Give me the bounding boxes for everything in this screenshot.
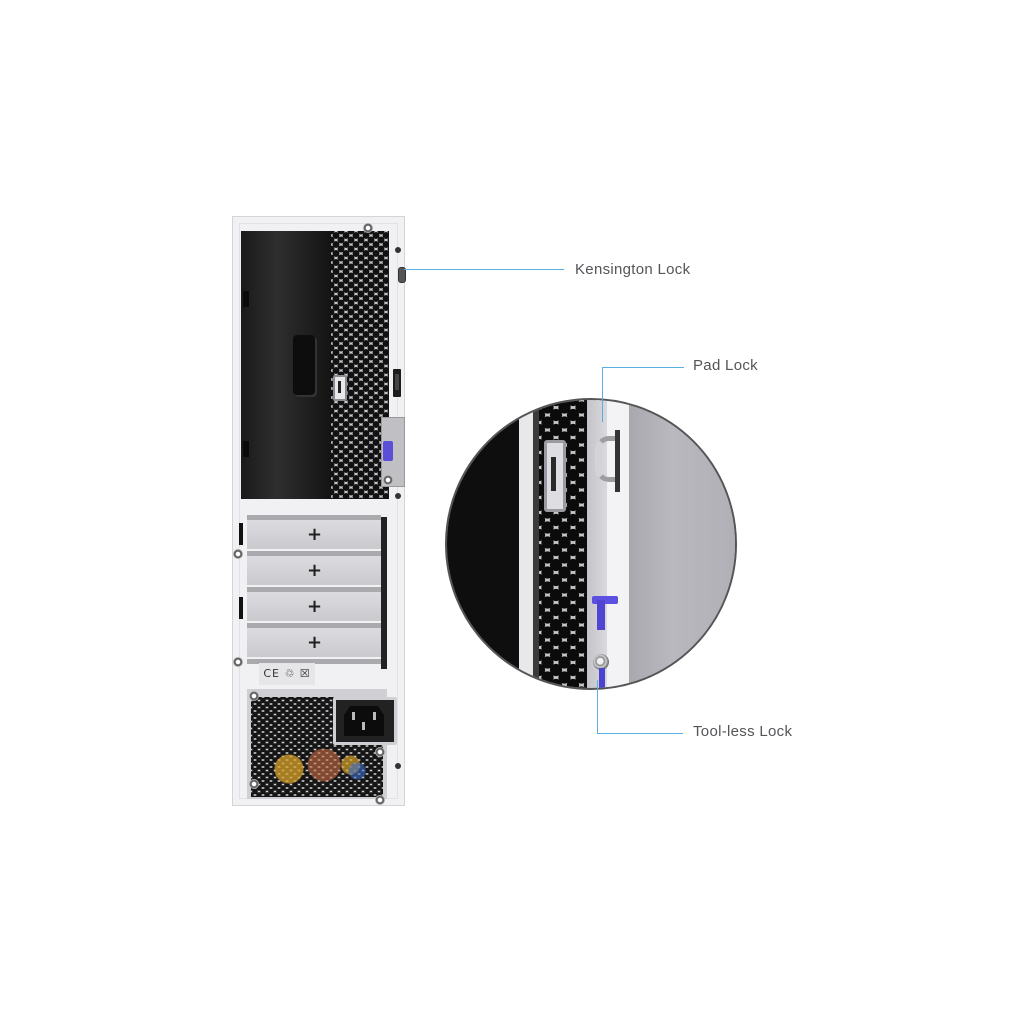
- psu-wires: [267, 749, 377, 789]
- plus-icon: +: [307, 632, 323, 653]
- screw-icon: [249, 691, 259, 701]
- drive-bay: [241, 231, 335, 499]
- pci-slot-cover: +: [247, 551, 381, 585]
- socket-pin: [352, 712, 355, 720]
- tool-less-clip-stem: [597, 600, 605, 630]
- honeycomb-vent: [331, 231, 389, 499]
- screw-icon: [375, 795, 385, 805]
- thumbscrew-icon: [593, 654, 609, 670]
- pci-slot-cover: +: [247, 587, 381, 621]
- plus-icon: +: [307, 560, 323, 581]
- mounting-hole: [395, 247, 401, 253]
- screw-icon: [375, 747, 385, 757]
- toolless-callout-line: [597, 733, 683, 734]
- screw-icon: [233, 549, 243, 559]
- side-panel-detail: [629, 400, 735, 688]
- pci-slot-cover: +: [247, 623, 381, 657]
- kensington-lock-label: Kensington Lock: [575, 261, 691, 278]
- padlock-callout-line: [602, 367, 684, 368]
- socket-pin: [373, 712, 376, 720]
- thumbscrew-icon: [383, 475, 393, 485]
- plus-icon: +: [307, 596, 323, 617]
- frame-gap: [533, 400, 539, 688]
- bay-clip: [243, 441, 249, 457]
- tool-less-clip-icon: [383, 441, 393, 461]
- mounting-hole: [395, 763, 401, 769]
- kensington-callout-line: [404, 269, 564, 270]
- pci-slot-rail: [247, 659, 381, 664]
- usb-port-icon: [333, 375, 347, 401]
- socket-pin: [362, 722, 365, 730]
- tool-less-clip-icon: [592, 596, 618, 604]
- power-supply: [247, 689, 397, 799]
- socket-recess: [344, 706, 384, 736]
- internal-cable: [293, 335, 315, 395]
- toolless-callout-line-vertical: [597, 680, 598, 733]
- magnified-detail-view: [445, 398, 737, 690]
- compliance-label: CE ♲ ☒: [259, 663, 315, 685]
- pci-side-tab: [239, 597, 243, 619]
- power-socket-icon: [333, 697, 397, 745]
- usb-port-icon: [544, 440, 566, 512]
- screw-icon: [249, 779, 259, 789]
- plus-icon: +: [307, 524, 323, 545]
- kensington-slot-icon: [398, 267, 406, 283]
- pci-retention-bracket: [381, 517, 387, 669]
- padlock-loop-icon: [595, 436, 619, 482]
- bay-clip: [243, 291, 249, 307]
- frame-strip: [519, 400, 533, 688]
- tool-less-lock-label: Tool-less Lock: [693, 723, 793, 740]
- screw-icon: [363, 223, 373, 233]
- mounting-hole: [395, 493, 401, 499]
- pc-chassis-back-panel: + + + + CE ♲ ☒: [232, 216, 406, 806]
- pci-side-tab: [239, 523, 243, 545]
- tool-less-latch: [599, 668, 605, 688]
- screw-icon: [233, 657, 243, 667]
- drive-bay-detail: [447, 400, 519, 688]
- pci-slot-cover: +: [247, 515, 381, 549]
- padlock-slot: [615, 430, 620, 492]
- pad-lock-label: Pad Lock: [693, 357, 758, 374]
- padlock-callout-line-vertical: [602, 367, 603, 422]
- pci-slot-covers: + + + +: [247, 515, 381, 665]
- padlock-loop-icon: [393, 369, 401, 397]
